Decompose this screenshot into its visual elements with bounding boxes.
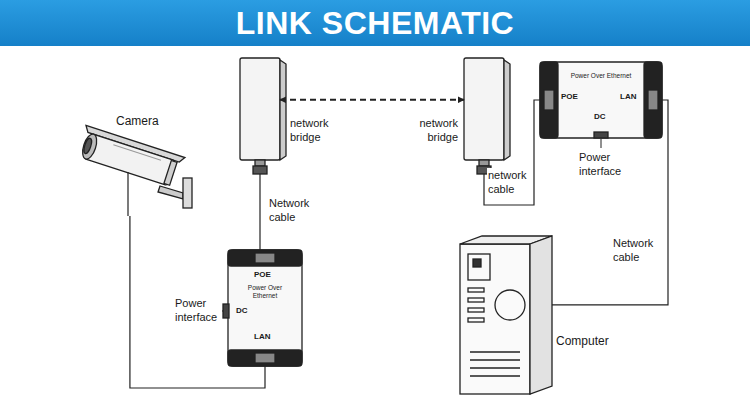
port-label: POE — [561, 92, 578, 102]
camera-drawing — [80, 132, 99, 160]
bridge-drawing — [504, 60, 510, 160]
poe-adapter-drawing — [228, 350, 302, 366]
network-cable — [130, 216, 265, 388]
network-bridge: network bridge — [240, 58, 280, 174]
wireless-link — [280, 99, 464, 101]
node-label: network bridge — [408, 116, 458, 145]
network-bridge: network bridge — [464, 58, 504, 174]
computer-drawing — [530, 236, 552, 394]
network-cable — [484, 100, 540, 205]
cable-label: Network cable — [268, 196, 320, 225]
callout-label: Power interface — [578, 150, 630, 179]
cable-label: Network cable — [612, 236, 664, 265]
computer-drawing — [468, 318, 484, 322]
bridge-drawing — [240, 58, 280, 160]
node-label: network bridge — [290, 116, 340, 145]
computer-drawing — [470, 359, 520, 360]
leader-line — [219, 139, 601, 311]
computer-drawing — [495, 290, 525, 320]
camera-drawing — [76, 125, 185, 188]
computer: Computer — [460, 236, 552, 396]
bridge-drawing — [253, 166, 267, 174]
computer-drawing — [468, 254, 490, 280]
camera-drawing — [113, 145, 161, 160]
computer-drawing — [470, 367, 520, 368]
poe-adapter-drawing — [228, 250, 302, 266]
leader-line — [601, 139, 602, 148]
poe-adapter-drawing — [644, 62, 662, 138]
node-label: Computer — [556, 334, 609, 350]
computer-drawing — [468, 288, 484, 292]
port-label: POE — [254, 270, 271, 280]
camera-drawing — [84, 134, 176, 186]
bridge-drawing — [479, 160, 489, 166]
poe-adapter: POE Power Over EthernetDC LAN — [228, 250, 302, 366]
title-bar: LINK SCHEMATIC — [0, 0, 750, 46]
poe-adapter-drawing — [594, 132, 608, 138]
computer-drawing — [460, 236, 552, 394]
port-label: DC — [594, 112, 606, 122]
poe-adapter-drawing — [223, 304, 229, 318]
port-label: LAN — [620, 92, 636, 102]
camera-drawing — [183, 178, 192, 208]
camera-drawing — [127, 172, 128, 216]
cable-label: network cable — [487, 168, 533, 197]
network-cable — [259, 174, 260, 250]
node-label: Camera — [116, 114, 159, 130]
poe-adapter-drawing — [540, 62, 662, 138]
poe-adapter: POE Power Over EthernetDC LAN — [540, 62, 662, 138]
computer-drawing — [473, 259, 481, 267]
bridge-drawing — [280, 60, 286, 160]
camera: Camera — [78, 128, 196, 216]
poe-adapter-drawing — [255, 353, 275, 363]
computer-drawing — [460, 244, 530, 394]
poe-adapter-drawing — [544, 90, 554, 110]
port-label: Power Over Ethernet — [566, 72, 636, 80]
port-label: Power Over Ethernet — [236, 284, 294, 301]
title: LINK SCHEMATIC — [0, 0, 750, 46]
poe-adapter-drawing — [255, 253, 275, 263]
callout-label: Power interface — [174, 296, 222, 325]
camera-drawing — [158, 186, 183, 199]
bridge-drawing — [464, 58, 504, 160]
poe-adapter-drawing — [223, 250, 302, 366]
computer-drawing — [470, 351, 520, 352]
port-label: DC — [236, 306, 248, 316]
computer-drawing — [468, 308, 484, 312]
network-cable — [552, 100, 668, 305]
camera-drawing — [164, 161, 177, 186]
poe-adapter-drawing — [540, 62, 662, 138]
computer-drawing — [468, 298, 484, 302]
bridge-drawing — [240, 58, 286, 174]
port-label: LAN — [254, 332, 270, 342]
computer-drawing — [470, 375, 520, 376]
camera-drawing — [76, 125, 192, 216]
poe-adapter-drawing — [648, 90, 658, 110]
bridge-drawing — [464, 58, 510, 174]
camera-drawing — [82, 137, 93, 154]
poe-adapter-drawing — [228, 250, 302, 366]
bridge-drawing — [255, 160, 265, 166]
poe-adapter-drawing — [540, 62, 558, 138]
